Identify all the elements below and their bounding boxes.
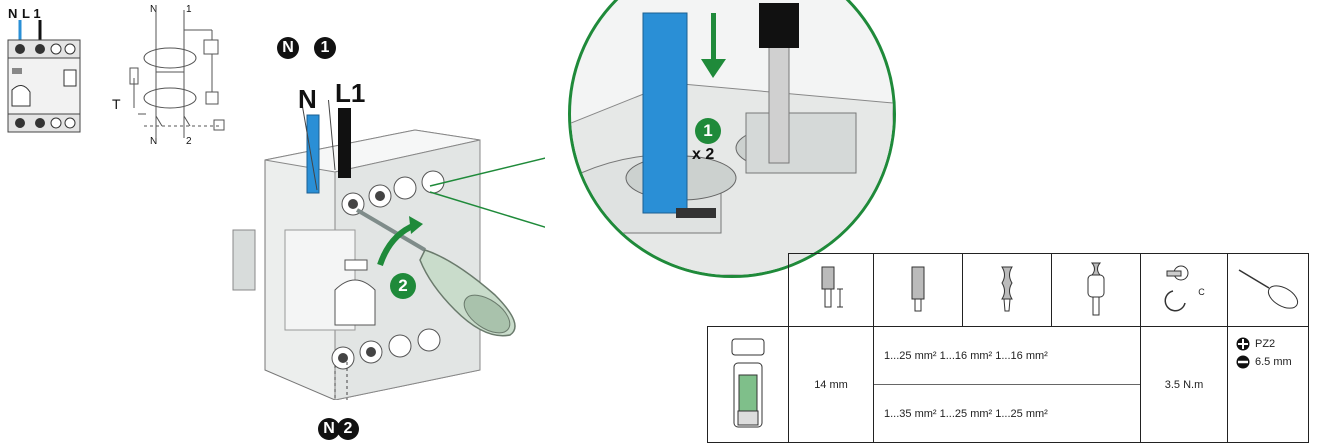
- zoom-detail-circle: [568, 0, 896, 278]
- torque-icon-cell: C: [1140, 253, 1228, 327]
- wire-label-n: N: [298, 84, 317, 114]
- solid-wire-icon: [911, 266, 925, 311]
- strip-length-icon-cell: [788, 253, 874, 327]
- schematic-label-n-top: N: [150, 4, 158, 15]
- schematic-label-n-bottom: N: [150, 136, 158, 147]
- cross-section-row-2: 1...35 mm² 1...25 mm² 1...25 mm²: [884, 407, 1048, 420]
- spec-table: C 14 mm 1...25 mm² 1...16 mm² 1...16 mm²…: [707, 253, 1309, 443]
- wire-cross-section-cell: 1...25 mm² 1...16 mm² 1...16 mm² 1...35 …: [873, 326, 1141, 443]
- strip-length-icon: [821, 266, 843, 307]
- solid-wire-icon-cell: [873, 253, 963, 327]
- wire-label-l1: L1: [335, 78, 366, 108]
- mini-label-n: N: [8, 6, 18, 21]
- breaker-device-illustration: [232, 100, 545, 400]
- circle-bottom-2: 2: [337, 418, 359, 440]
- cross-section-row-1: 1...25 mm² 1...16 mm² 1...16 mm²: [874, 327, 1140, 385]
- tool-pz-value: PZ2: [1255, 338, 1276, 350]
- torque-value: 3.5 N.m: [1140, 326, 1228, 443]
- zoom-step-1-badge: 1: [695, 118, 721, 144]
- tool-flat-value: 6.5 mm: [1255, 356, 1292, 368]
- circle-bottom-n: N: [318, 418, 340, 440]
- schematic-label-1-top: 1: [186, 4, 192, 15]
- flat-blade-icon: [1236, 355, 1250, 369]
- tool-spec-cell: PZ2 6.5 mm: [1227, 326, 1309, 443]
- terminal-icon-cell: [707, 326, 789, 443]
- zoom-multiplier: x 2: [692, 146, 715, 163]
- flexible-wire-icon: [1001, 266, 1013, 311]
- spec-header-row: C: [708, 253, 1309, 327]
- spec-data-row: 14 mm 1...25 mm² 1...16 mm² 1...16 mm² 1…: [707, 326, 1309, 443]
- torque-icon-c: C: [1198, 286, 1205, 297]
- circle-top-1: 1: [314, 37, 336, 59]
- zoom-detail-illustration: [571, 3, 893, 275]
- terminal-connector-icon: [731, 338, 765, 428]
- torque-screw-icon: [1164, 265, 1189, 311]
- step-2-badge: 2: [390, 273, 416, 299]
- screwdriver-icon: [1238, 268, 1299, 309]
- ferrule-wire-icon-cell: [1051, 253, 1141, 327]
- flexible-wire-icon-cell: [962, 253, 1052, 327]
- strip-length-value: 14 mm: [788, 326, 874, 443]
- schematic-label-2-bottom: 2: [186, 136, 192, 147]
- schematic-test-label: T: [112, 96, 121, 112]
- wiring-schematic: [129, 10, 225, 138]
- mini-label-l1: L 1: [22, 6, 41, 21]
- circle-top-n: N: [277, 37, 299, 59]
- spec-empty-corner: [708, 254, 789, 327]
- screwdriver-icon-cell: [1227, 253, 1309, 327]
- ferrule-wire-icon: [1087, 262, 1105, 315]
- pozidriv-icon: [1236, 337, 1250, 351]
- mini-device-illustration: [7, 20, 81, 133]
